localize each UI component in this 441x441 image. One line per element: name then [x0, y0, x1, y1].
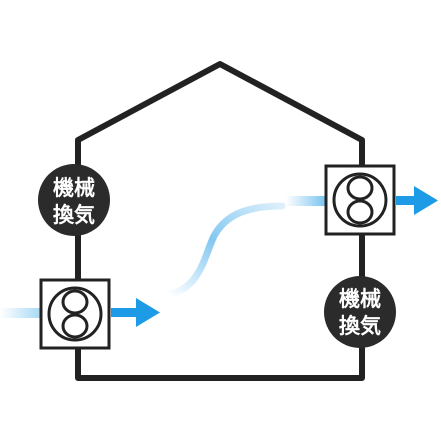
airflow-arrow-icon [396, 186, 438, 215]
intake-fan-unit [39, 278, 111, 350]
mechanical-ventilation-badge: 機械 換気 [324, 276, 396, 348]
house-outline [75, 61, 365, 381]
exhaust-fan-unit [324, 164, 396, 236]
exhaust-airflow-tail [286, 196, 326, 206]
badge-line1: 機械 [53, 176, 95, 200]
badge-line1: 機械 [339, 287, 381, 311]
intake-airflow-tail [0, 308, 58, 318]
ventilation-fan-icon [332, 172, 388, 228]
ventilation-fan-icon [47, 286, 103, 342]
mechanical-ventilation-badge: 機械 換気 [38, 164, 110, 236]
airflow-arrow-icon [111, 298, 160, 327]
badge-line2: 換気 [339, 314, 381, 338]
indoor-airflow-curve [164, 202, 286, 298]
badge-line2: 換気 [53, 203, 95, 227]
